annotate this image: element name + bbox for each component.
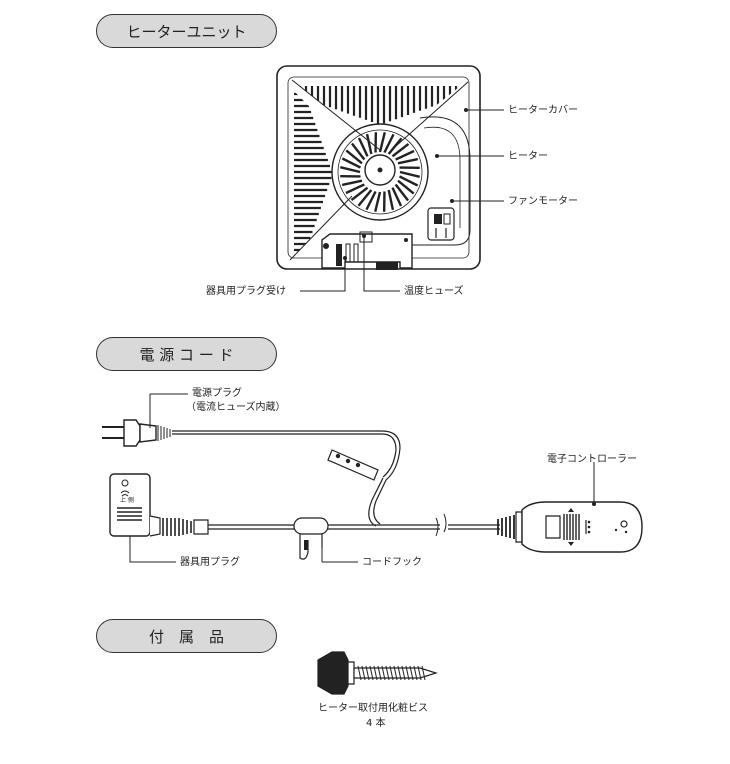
cord-leader-lines <box>130 394 596 562</box>
fan-outer-ring <box>332 124 428 220</box>
label-plug-receptacle: 器具用プラグ受け <box>206 286 286 297</box>
fan-motor-connector <box>428 208 454 240</box>
label-controller: 電子コントローラー <box>547 454 637 465</box>
label-heater: ヒーター <box>508 151 548 162</box>
upper-cord <box>172 431 400 480</box>
section-header-accessories: 付 属 品 <box>96 619 277 653</box>
section-title: 電 源 コ ー ド <box>139 345 234 364</box>
section-header-power-cord: 電 源 コ ー ド <box>96 337 277 371</box>
power-plug <box>102 420 170 446</box>
cord-binder <box>328 450 378 480</box>
cover-vent-slots-top <box>300 86 462 124</box>
appliance-plug <box>110 474 208 536</box>
label-heater-cover: ヒーターカバー <box>508 105 578 116</box>
label-screw-quantity: 4 本 <box>366 718 386 729</box>
label-appliance-plug: 器具用プラグ <box>180 557 240 568</box>
heater-element <box>410 117 470 245</box>
fan-blades <box>340 132 420 212</box>
label-fan-motor: ファンモーター <box>508 196 578 207</box>
label-screw: ヒーター取付用化粧ビス <box>318 703 428 714</box>
heater-leader-lines <box>300 108 504 291</box>
section-title: 付 属 品 <box>148 627 224 646</box>
power-cord-illustration <box>102 420 642 559</box>
cord-hook <box>294 518 328 559</box>
label-thermal-fuse: 温度ヒューズ <box>404 286 464 297</box>
plug-receptacle-block <box>322 232 412 270</box>
section-title: ヒーターユニット <box>126 22 247 41</box>
section-header-heater-unit: ヒーターユニット <box>96 14 277 48</box>
label-power-plug-note: （電流ヒューズ内蔵） <box>186 402 286 413</box>
cover-vent-slots-left <box>294 94 332 256</box>
controller-strain-relief <box>498 515 514 539</box>
label-cord-hook: コードフック <box>362 557 422 568</box>
plug-up-mark: 上 側 <box>120 497 134 504</box>
label-power-plug: 電源プラグ <box>192 388 242 399</box>
decorative-screw <box>318 652 436 694</box>
heater-unit-illustration <box>277 66 480 270</box>
strain-relief <box>163 518 191 536</box>
electronic-controller <box>498 502 642 552</box>
